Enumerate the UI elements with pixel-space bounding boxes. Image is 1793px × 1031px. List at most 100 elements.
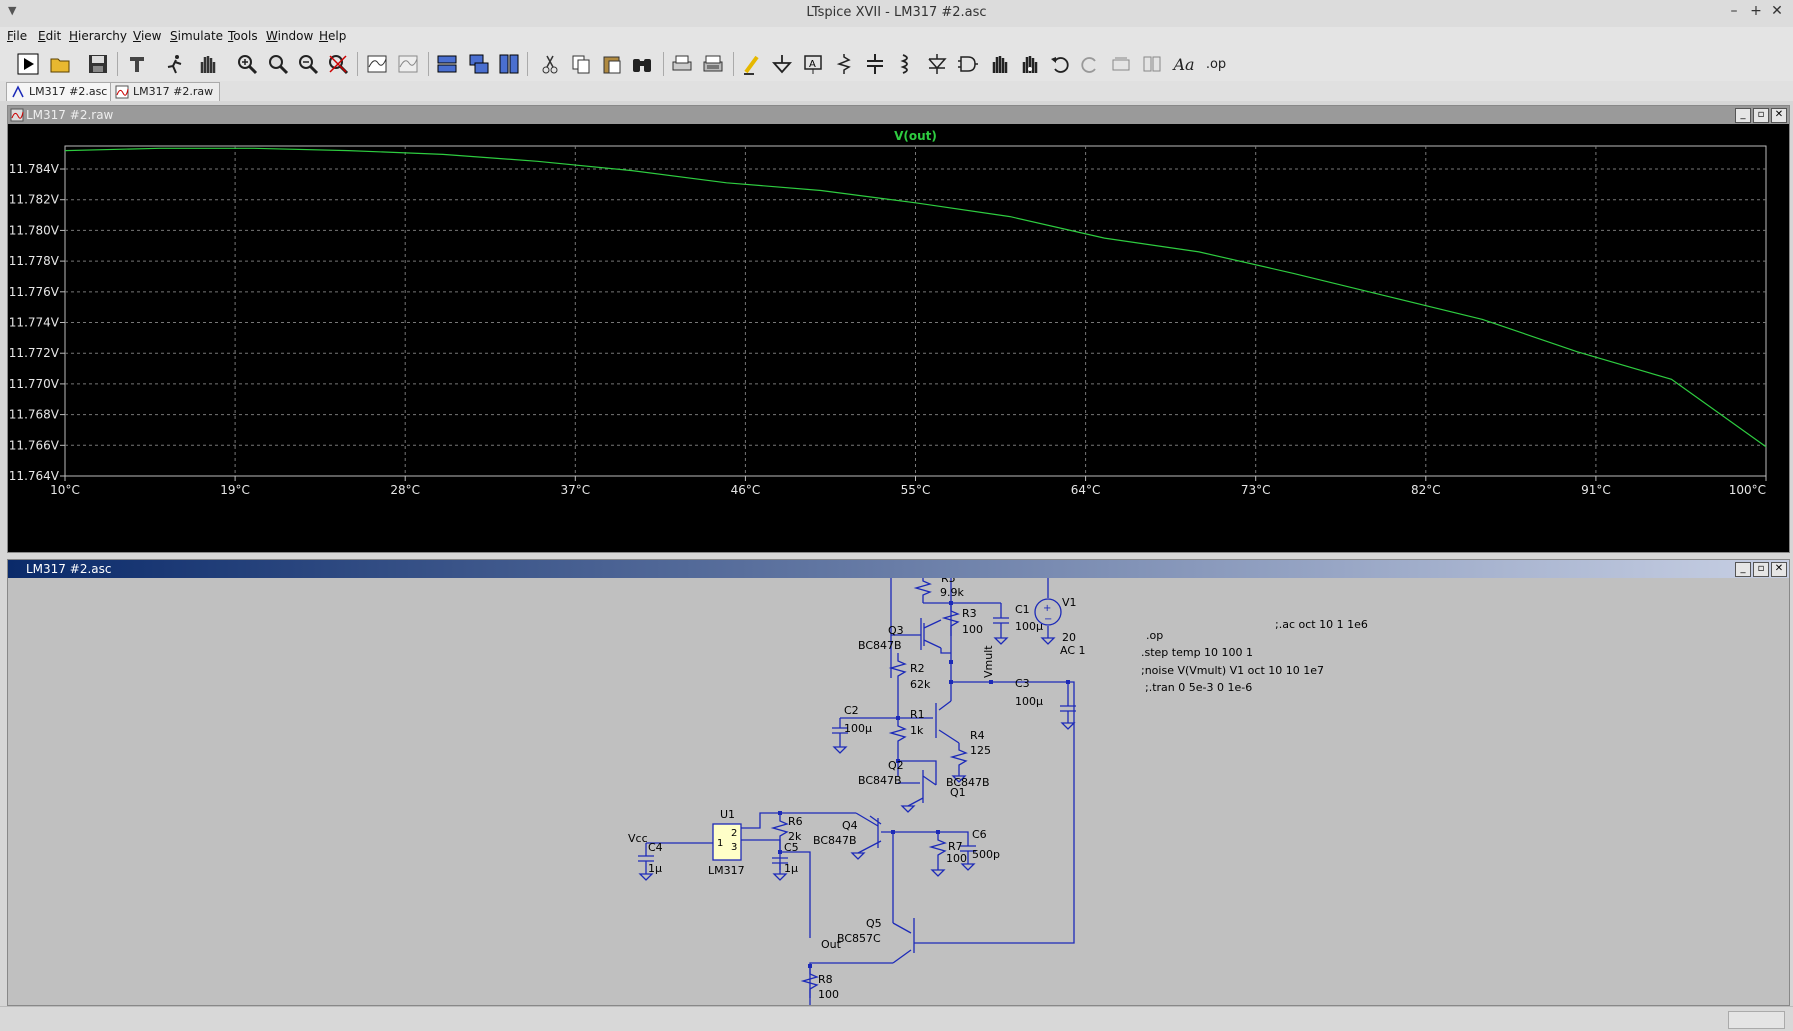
tab-waveform[interactable]: LM317 #2.raw [110,82,221,101]
print-preview-icon[interactable] [700,51,726,77]
tile-vertical-icon[interactable] [496,51,522,77]
zoom-in-icon[interactable] [234,51,260,77]
cascade-icon[interactable] [466,51,492,77]
save-icon[interactable] [85,51,111,77]
value-v1: 20 [1062,631,1076,644]
value-q4: BC847B [813,834,857,847]
x-tick-label: 19°C [220,483,250,497]
directive-noise: ;noise V(Vmult) V1 oct 10 10 1e7 [1141,664,1324,677]
window-menu-icon[interactable]: ▼ [8,4,17,17]
copy-icon[interactable] [568,51,594,77]
inductor-icon[interactable] [892,51,918,77]
net-label-out: Out [821,938,842,951]
menu-window[interactable]: Window [266,29,314,43]
schematic-pane-titlebar: LM317 #2.asc _ ▫ ✕ [8,560,1789,578]
label-q3: Q3 [888,624,904,637]
x-tick-label: 55°C [901,483,931,497]
print-icon[interactable] [669,51,695,77]
net-label-vcc: Vcc [628,832,648,845]
label-r5: R5 [941,578,956,585]
waveform-icon [10,108,24,122]
spice-directive-icon[interactable]: .op [1205,56,1227,72]
restore-pane-icon[interactable]: ▫ [1753,108,1769,123]
y-tick-label: 11.764V [9,469,60,483]
svg-text:A: A [809,59,816,70]
control-panel-icon[interactable] [124,51,150,77]
tile-horizontal-icon[interactable] [434,51,460,77]
y-tick-label: 11.776V [9,285,60,299]
mirror-icon[interactable] [1139,51,1165,77]
minimize-pane-icon[interactable]: _ [1735,108,1751,123]
title-bar: ▼ LTspice XVII - LM317 #2.asc – + ✕ [0,0,1793,28]
lm317-block[interactable] [712,823,742,861]
undo-icon[interactable] [1047,51,1073,77]
label-net-icon[interactable]: A [800,51,826,77]
redo-icon[interactable] [1077,51,1103,77]
label-c5: C5 [784,841,799,854]
move-icon[interactable] [986,51,1012,77]
close-pane-icon[interactable]: ✕ [1771,562,1787,577]
cut-icon[interactable] [537,51,563,77]
ground-icon[interactable] [769,51,795,77]
toolbar: A Aa .op [0,47,1793,82]
close-window-icon[interactable]: ✕ [1771,3,1783,19]
value-q3: BC847B [858,639,902,652]
rotate-icon[interactable] [1108,51,1134,77]
label-r6: R6 [788,815,803,828]
pan-icon[interactable] [194,51,220,77]
draw-wire-icon[interactable] [739,51,765,77]
x-tick-label: 46°C [731,483,761,497]
label-u1: U1 [720,808,735,821]
voltage-source-icon[interactable] [1034,598,1062,626]
value-r1: 1k [910,724,924,737]
capacitor-icon[interactable] [862,51,888,77]
menu-edit[interactable]: Edit [38,29,62,43]
maximize-window-icon[interactable]: + [1750,3,1762,19]
paste-icon[interactable] [599,51,625,77]
text-icon[interactable]: Aa [1173,54,1195,74]
menu-tools[interactable]: Tools [228,29,258,43]
spice-directives: .op .step temp 10 100 1 ;noise V(Vmult) … [1141,618,1368,694]
restore-pane-icon[interactable]: ▫ [1753,562,1769,577]
value-r7: 100 [946,852,967,865]
label-r8: R8 [818,973,833,986]
menu-file[interactable]: File [7,29,28,43]
y-tick-label: 11.778V [9,254,60,268]
find-icon[interactable] [629,51,655,77]
label-q2: Q2 [888,759,904,772]
resistor-icon[interactable] [831,51,857,77]
label-r1: R1 [910,708,925,721]
zoom-area-icon[interactable] [265,51,291,77]
minimize-pane-icon[interactable]: _ [1735,562,1751,577]
y-tick-label: 11.784V [9,162,60,176]
x-tick-label: 64°C [1071,483,1101,497]
zoom-fit-icon[interactable] [325,51,351,77]
value-q5: BC857C [837,932,881,945]
directive-ac: ;.ac oct 10 1 1e6 [1275,618,1368,631]
svg-text:+: + [1043,603,1051,614]
drag-icon[interactable] [1016,51,1042,77]
tab-schematic[interactable]: LM317 #2.asc [6,82,115,101]
value-q2: BC847B [858,774,902,787]
value-c2: 100µ [844,722,872,735]
zoom-out-icon[interactable] [295,51,321,77]
minimize-window-icon[interactable]: – [1730,3,1738,19]
menu-hierarchy[interactable]: Hierarchy [69,29,128,43]
close-pane-icon[interactable]: ✕ [1771,108,1787,123]
menu-simulate[interactable]: Simulate [170,29,224,43]
run-icon[interactable] [15,51,41,77]
component-labels: R5 9.9k R3 100 C1 100µ V1 20 AC 1 Q3 BC8… [628,578,1086,1001]
menu-help[interactable]: Help [319,29,347,43]
component-icon[interactable] [955,51,981,77]
diode-icon[interactable] [924,51,950,77]
schematic-pane[interactable]: LM317 #2.asc _ ▫ ✕ [7,559,1790,1006]
plot-settings-icon[interactable] [395,51,421,77]
value-u1: LM317 [708,864,745,877]
schematic-canvas[interactable]: + − 1 2 3 R5 9.9k R3 100 C1 100µ V1 20 A… [8,578,1789,1005]
halt-icon[interactable] [162,51,188,77]
autorange-icon[interactable] [364,51,390,77]
menu-view[interactable]: View [133,29,162,43]
open-icon[interactable] [47,51,73,77]
